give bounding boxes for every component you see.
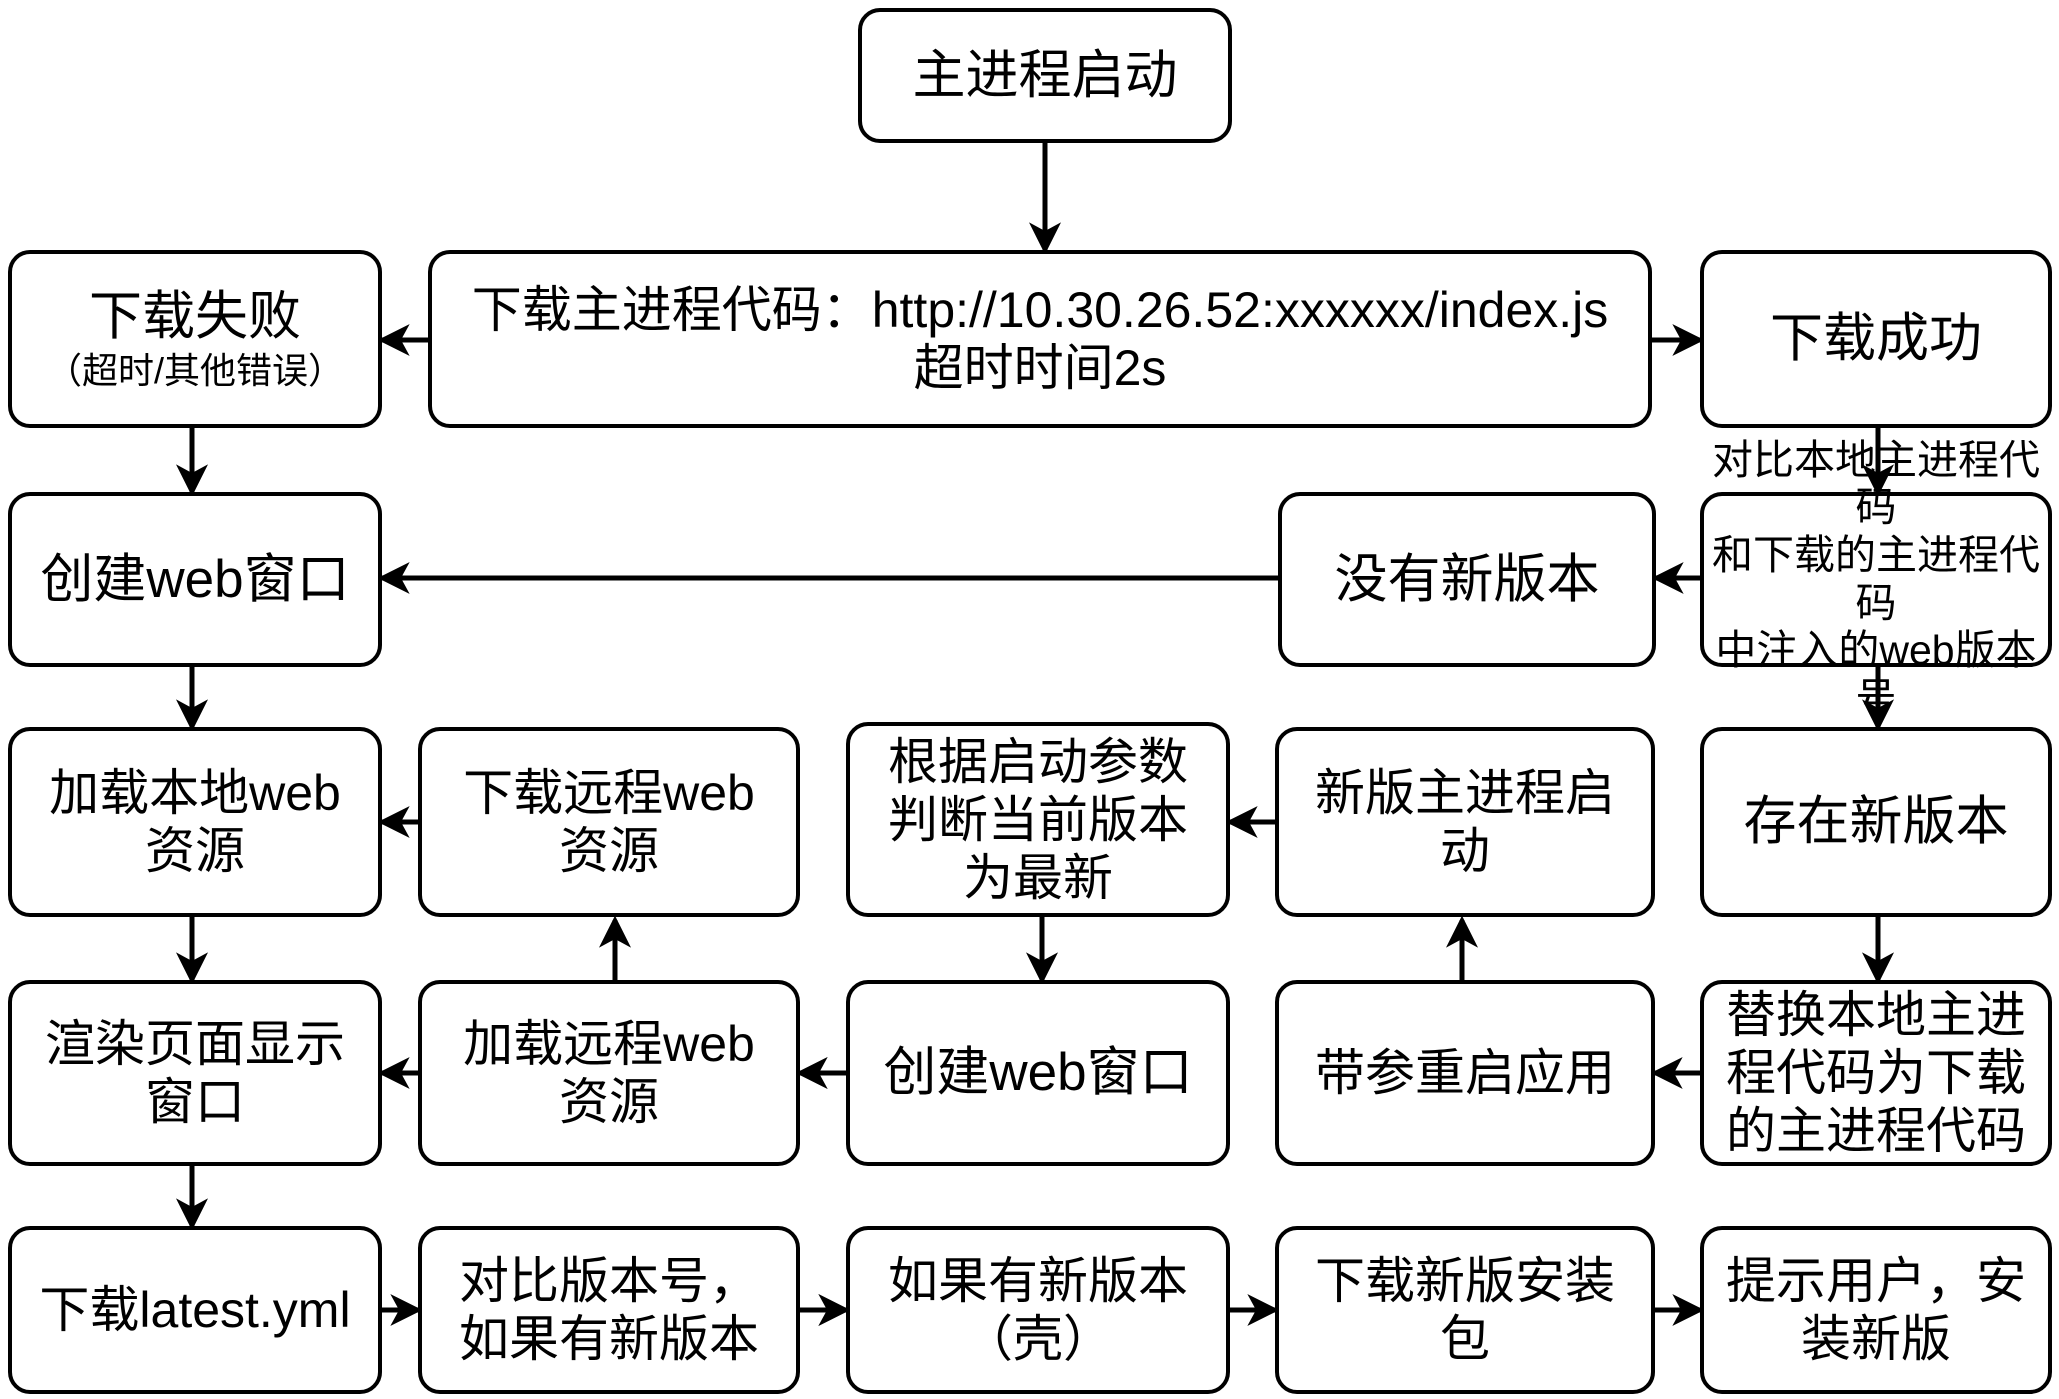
node-label: 提示用户，安 装新版 [1726,1253,2026,1367]
node-label: 根据启动参数 判断当前版本 为最新 [888,733,1188,906]
node-restart-with-args[interactable]: 带参重启应用 [1275,980,1655,1166]
node-replace-local-code[interactable]: 替换本地主进 程代码为下载 的主进程代码 [1700,980,2052,1166]
node-download-success[interactable]: 下载成功 [1700,250,2052,428]
node-new-main-process-start[interactable]: 新版主进程启 动 [1275,727,1655,917]
node-judge-latest-by-args[interactable]: 根据启动参数 判断当前版本 为最新 [846,722,1230,917]
node-label: 新版主进程启 动 [1315,765,1615,879]
node-label: 对比版本号， 如果有新版本 [459,1253,759,1367]
node-label: 如果有新版本 （壳） [888,1253,1188,1367]
node-download-latest-yml[interactable]: 下载latest.yml [8,1226,382,1394]
node-label: 替换本地主进 程代码为下载 的主进程代码 [1726,987,2026,1159]
node-label: 渲染页面显示 窗口 [45,1016,345,1130]
node-label: 存在新版本 [1743,792,2009,852]
node-notify-user-install[interactable]: 提示用户，安 装新版 [1700,1226,2052,1394]
node-label: 主进程启动 [912,45,1178,105]
node-load-local-web[interactable]: 加载本地web 资源 [8,727,382,917]
node-load-remote-web[interactable]: 加载远程web 资源 [418,980,800,1166]
node-compare-version-no[interactable]: 对比版本号， 如果有新版本 [418,1226,800,1394]
node-create-web-window-mid[interactable]: 创建web窗口 [846,980,1230,1166]
node-label: 下载失败 [89,287,301,347]
node-label: 带参重启应用 [1315,1045,1615,1101]
node-if-new-shell[interactable]: 如果有新版本 （壳） [846,1226,1230,1394]
node-no-new-version[interactable]: 没有新版本 [1278,492,1656,667]
node-label: 创建web窗口 [40,549,350,609]
node-download-remote-web[interactable]: 下载远程web 资源 [418,727,800,917]
node-render-page-window[interactable]: 渲染页面显示 窗口 [8,980,382,1166]
node-label: 没有新版本 [1334,549,1600,609]
node-label: 下载远程web 资源 [463,765,755,879]
node-create-web-window-left[interactable]: 创建web窗口 [8,492,382,667]
node-has-new-version[interactable]: 存在新版本 [1700,727,2052,917]
node-label: 加载本地web 资源 [49,765,341,879]
node-label: 下载新版安装 包 [1315,1253,1615,1367]
node-compare-web-version[interactable]: 对比本地主进程代码 和下载的主进程代码 中注入的web版本号 [1700,437,2052,721]
node-label: 加载远程web 资源 [463,1016,755,1130]
node-label: 创建web窗口 [883,1043,1193,1103]
node-label: 下载成功 [1770,309,1982,369]
node-download-main-code[interactable]: 下载主进程代码：http://10.30.26.52:xxxxxx/index.… [428,250,1652,428]
node-label: 下载latest.yml [39,1282,351,1338]
node-download-fail[interactable]: 下载失败 （超时/其他错误） [8,250,382,428]
node-label: 下载主进程代码：http://10.30.26.52:xxxxxx/index.… [471,282,1609,396]
node-main-process-start[interactable]: 主进程启动 [858,8,1232,143]
node-sublabel: （超时/其他错误） [45,349,344,391]
node-download-new-pkg[interactable]: 下载新版安装 包 [1275,1226,1655,1394]
node-label: 对比本地主进程代码 和下载的主进程代码 中注入的web版本号 [1712,436,2040,721]
